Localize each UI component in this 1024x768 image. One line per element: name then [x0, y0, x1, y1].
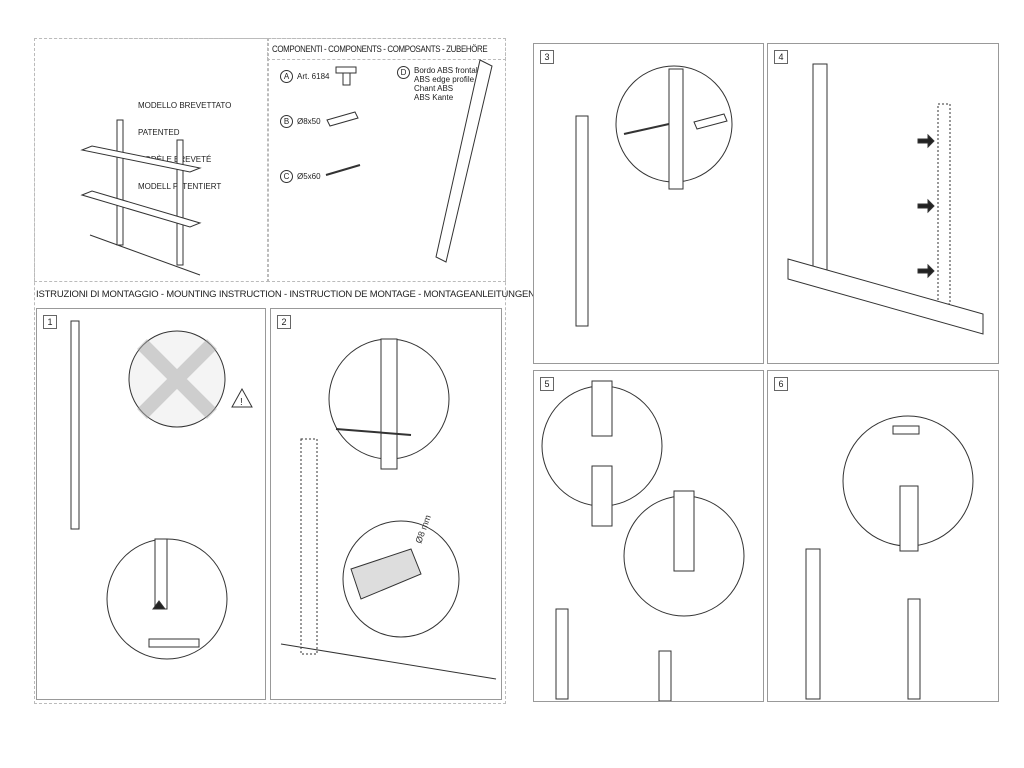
- step-number: 4: [774, 50, 788, 64]
- patent-text: MODELLO BREVETTATO PATENTED MODÈLE BREVE…: [138, 83, 231, 200]
- component-letter: D: [397, 66, 410, 79]
- step-2-illustration: Ø8 mm: [280, 338, 497, 680]
- step-3-illustration: [575, 65, 733, 327]
- components-header-row: [267, 38, 506, 60]
- step-1-panel: 1 !: [36, 308, 266, 700]
- component-b: B Ø8x50: [280, 115, 321, 128]
- component-letter: C: [280, 170, 293, 183]
- step-number: 3: [540, 50, 554, 64]
- instructions-title: ISTRUZIONI DI MONTAGGIO - MOUNTING INSTR…: [36, 289, 535, 300]
- component-label: Bordo ABS frontale ABS edge profile Chan…: [414, 66, 483, 102]
- svg-text:!: !: [240, 397, 243, 408]
- step-number: 6: [774, 377, 788, 391]
- component-letter: A: [280, 70, 293, 83]
- overview-section: [34, 38, 269, 282]
- component-letter: B: [280, 115, 293, 128]
- component-label: Art. 6184: [297, 72, 330, 81]
- step-5-panel: 5: [533, 370, 764, 702]
- component-c: C Ø5x60: [280, 170, 321, 183]
- step-4-panel: 4: [767, 43, 999, 364]
- patent-line: MODELLO BREVETTATO: [138, 101, 232, 110]
- step-1-illustration: !: [70, 320, 253, 660]
- component-a: A Art. 6184: [280, 70, 329, 83]
- step-number: 2: [277, 315, 291, 329]
- step-6-illustration: [805, 415, 974, 700]
- patent-line: PATENTED: [138, 128, 180, 137]
- component-label: Ø8x50: [297, 117, 321, 126]
- step-3-panel: 3: [533, 43, 764, 364]
- components-title: COMPONENTI - COMPONENTS - COMPOSANTS - Z…: [272, 44, 488, 54]
- component-label: Ø5x60: [297, 172, 321, 181]
- step-number: 5: [540, 377, 554, 391]
- component-d: D Bordo ABS frontale ABS edge profile Cha…: [397, 66, 482, 102]
- step-2-panel: 2 Ø8 mm: [270, 308, 502, 700]
- patent-line: MODELL PATENTIERT: [138, 182, 222, 191]
- step-4-illustration: [787, 63, 984, 335]
- step-number: 1: [43, 315, 57, 329]
- patent-line: MODÈLE BREVETÉ: [138, 155, 212, 164]
- step-5-illustration: [541, 380, 745, 701]
- step-6-panel: 6: [767, 370, 999, 702]
